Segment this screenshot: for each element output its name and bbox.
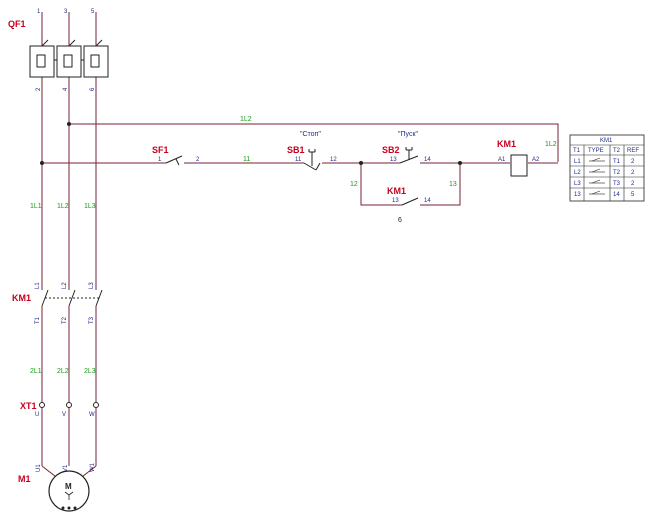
terminal-u-icon <box>39 402 45 408</box>
sb1-pin-right: 12 <box>330 157 337 163</box>
table-cell: L3 <box>574 181 581 187</box>
km1-pin-t2: T2 <box>62 316 68 324</box>
contact-symbol-icon <box>591 157 601 162</box>
table-header-t1: T1 <box>573 148 581 154</box>
qf1-pin-3: 3 <box>64 9 68 15</box>
sb1-tag: SB1 <box>287 145 305 155</box>
km1-contact-table: KM1 T1 TYPE T2 REF L1 T1 2 L2 T2 2 L3 T3… <box>569 134 645 202</box>
wire-label-top-bus: 1L2 <box>240 116 252 123</box>
table-cell: 2 <box>631 181 635 187</box>
qf1-pole-3 <box>83 45 109 78</box>
sf1-pin-right: 2 <box>196 157 200 163</box>
km1-pin-t3: T3 <box>89 316 95 324</box>
table-title: KM1 <box>600 138 613 144</box>
qf1-tag: QF1 <box>8 19 26 29</box>
table-cell: 5 <box>631 192 635 198</box>
table-header-t2: T2 <box>613 148 621 154</box>
km1-pin-l1: L1 <box>35 282 41 289</box>
junction-dot <box>40 161 44 165</box>
km1-aux-ref: 6 <box>398 217 402 224</box>
m1-pin-u1: U1 <box>36 464 42 472</box>
qf1-pin-5: 5 <box>91 9 95 15</box>
qf1-pin-6: 6 <box>90 87 96 91</box>
terminal-v-icon <box>66 402 72 408</box>
km1-coil-pin-a1: A1 <box>498 157 506 163</box>
table-cell: 14 <box>613 192 620 198</box>
sf1-tag: SF1 <box>152 145 169 155</box>
km1-aux-contact[interactable]: KM1 13 14 6 <box>387 186 431 224</box>
table-cell: T2 <box>613 170 621 176</box>
table-header-type: TYPE <box>588 148 604 154</box>
table-header-ref: REF <box>627 148 639 154</box>
xt1-terminal-block[interactable]: XT1 U V W <box>20 401 99 418</box>
sb2-caption: "Пуск" <box>398 131 419 138</box>
wires <box>41 12 559 466</box>
sb1-pin-left: 11 <box>295 157 302 163</box>
table-cell: T1 <box>613 159 621 165</box>
table-cell: L2 <box>574 170 581 176</box>
xt1-tag: XT1 <box>20 401 37 411</box>
wire-label-12: 12 <box>350 181 358 188</box>
sb2-tag: SB2 <box>382 145 400 155</box>
sb1-stop-button[interactable]: "Стоп" SB1 11 12 <box>287 131 337 171</box>
sb2-pin-right: 14 <box>424 157 431 163</box>
qf1-breaker[interactable]: QF1 1 3 5 2 4 6 <box>8 9 109 91</box>
qf1-pin-4: 4 <box>63 87 69 91</box>
km1-aux-pin-right: 14 <box>424 198 431 204</box>
contact-symbol-icon <box>591 168 601 173</box>
junction-dot <box>458 161 462 165</box>
xt1-pin-w: W <box>89 412 95 418</box>
wire-label-right-bus: 1L2 <box>545 141 557 148</box>
km1-coil-tag: KM1 <box>497 139 516 149</box>
m1-pin-v1: V1 <box>63 464 69 472</box>
sb2-start-button[interactable]: "Пуск" SB2 13 14 <box>382 131 431 168</box>
xt1-pin-v: V <box>62 412 66 418</box>
terminal-w-icon <box>93 402 99 408</box>
sf1-switch[interactable]: SF1 1 2 <box>152 145 200 168</box>
table-cell: T3 <box>613 181 621 187</box>
km1-pin-l3: L3 <box>89 282 95 289</box>
junction-dot <box>67 122 71 126</box>
m1-motor[interactable]: M1 U1 V1 W1 M <box>18 462 97 512</box>
sf1-pin-left: 1 <box>158 157 162 163</box>
table-cell: 13 <box>574 192 581 198</box>
table-cell: 2 <box>631 170 635 176</box>
contact-symbol-icon <box>591 190 601 195</box>
wire-label-13: 13 <box>449 181 457 188</box>
control-bus-top <box>69 123 559 162</box>
qf1-pin-2: 2 <box>36 87 42 91</box>
km1-pin-l2: L2 <box>62 282 68 289</box>
wire-label-11: 11 <box>243 156 250 163</box>
hold-branch <box>360 163 461 206</box>
m1-tag: M1 <box>18 474 31 484</box>
qf1-pole-2 <box>56 45 82 78</box>
motor-symbol: M <box>65 482 72 491</box>
wire-label-1l1: 1L1 <box>30 203 42 210</box>
km1-aux-pin-left: 13 <box>392 198 399 204</box>
contact-symbol-icon <box>591 179 601 184</box>
wire-label-2l1: 2L1 <box>30 368 42 375</box>
wire-label-2l3: 2L3 <box>84 368 96 375</box>
km1-pin-t1: T1 <box>35 316 41 324</box>
table-cell: 2 <box>631 159 635 165</box>
km1-power-tag: KM1 <box>12 293 31 303</box>
wire-label-1l3: 1L3 <box>84 203 96 210</box>
wire-label-1l2: 1L2 <box>57 203 69 210</box>
table-cell: L1 <box>574 159 581 165</box>
motor-icon <box>48 470 90 512</box>
km1-coil-pin-a2: A2 <box>532 157 540 163</box>
qf1-pole-1 <box>29 45 55 78</box>
sb1-caption: "Стоп" <box>300 131 321 138</box>
qf1-pin-1: 1 <box>37 9 41 15</box>
junction-dot <box>359 161 363 165</box>
km1-coil[interactable]: KM1 A1 A2 <box>497 139 540 177</box>
xt1-pin-u: U <box>35 412 39 418</box>
junctions <box>40 122 462 165</box>
km1-aux-tag: KM1 <box>387 186 406 196</box>
sb2-pin-left: 13 <box>390 157 397 163</box>
m1-pin-w1: W1 <box>90 462 96 472</box>
wire-label-2l2: 2L2 <box>57 368 69 375</box>
km1-power-contacts[interactable]: KM1 L1 L2 L3 T1 T2 T3 <box>12 282 104 324</box>
